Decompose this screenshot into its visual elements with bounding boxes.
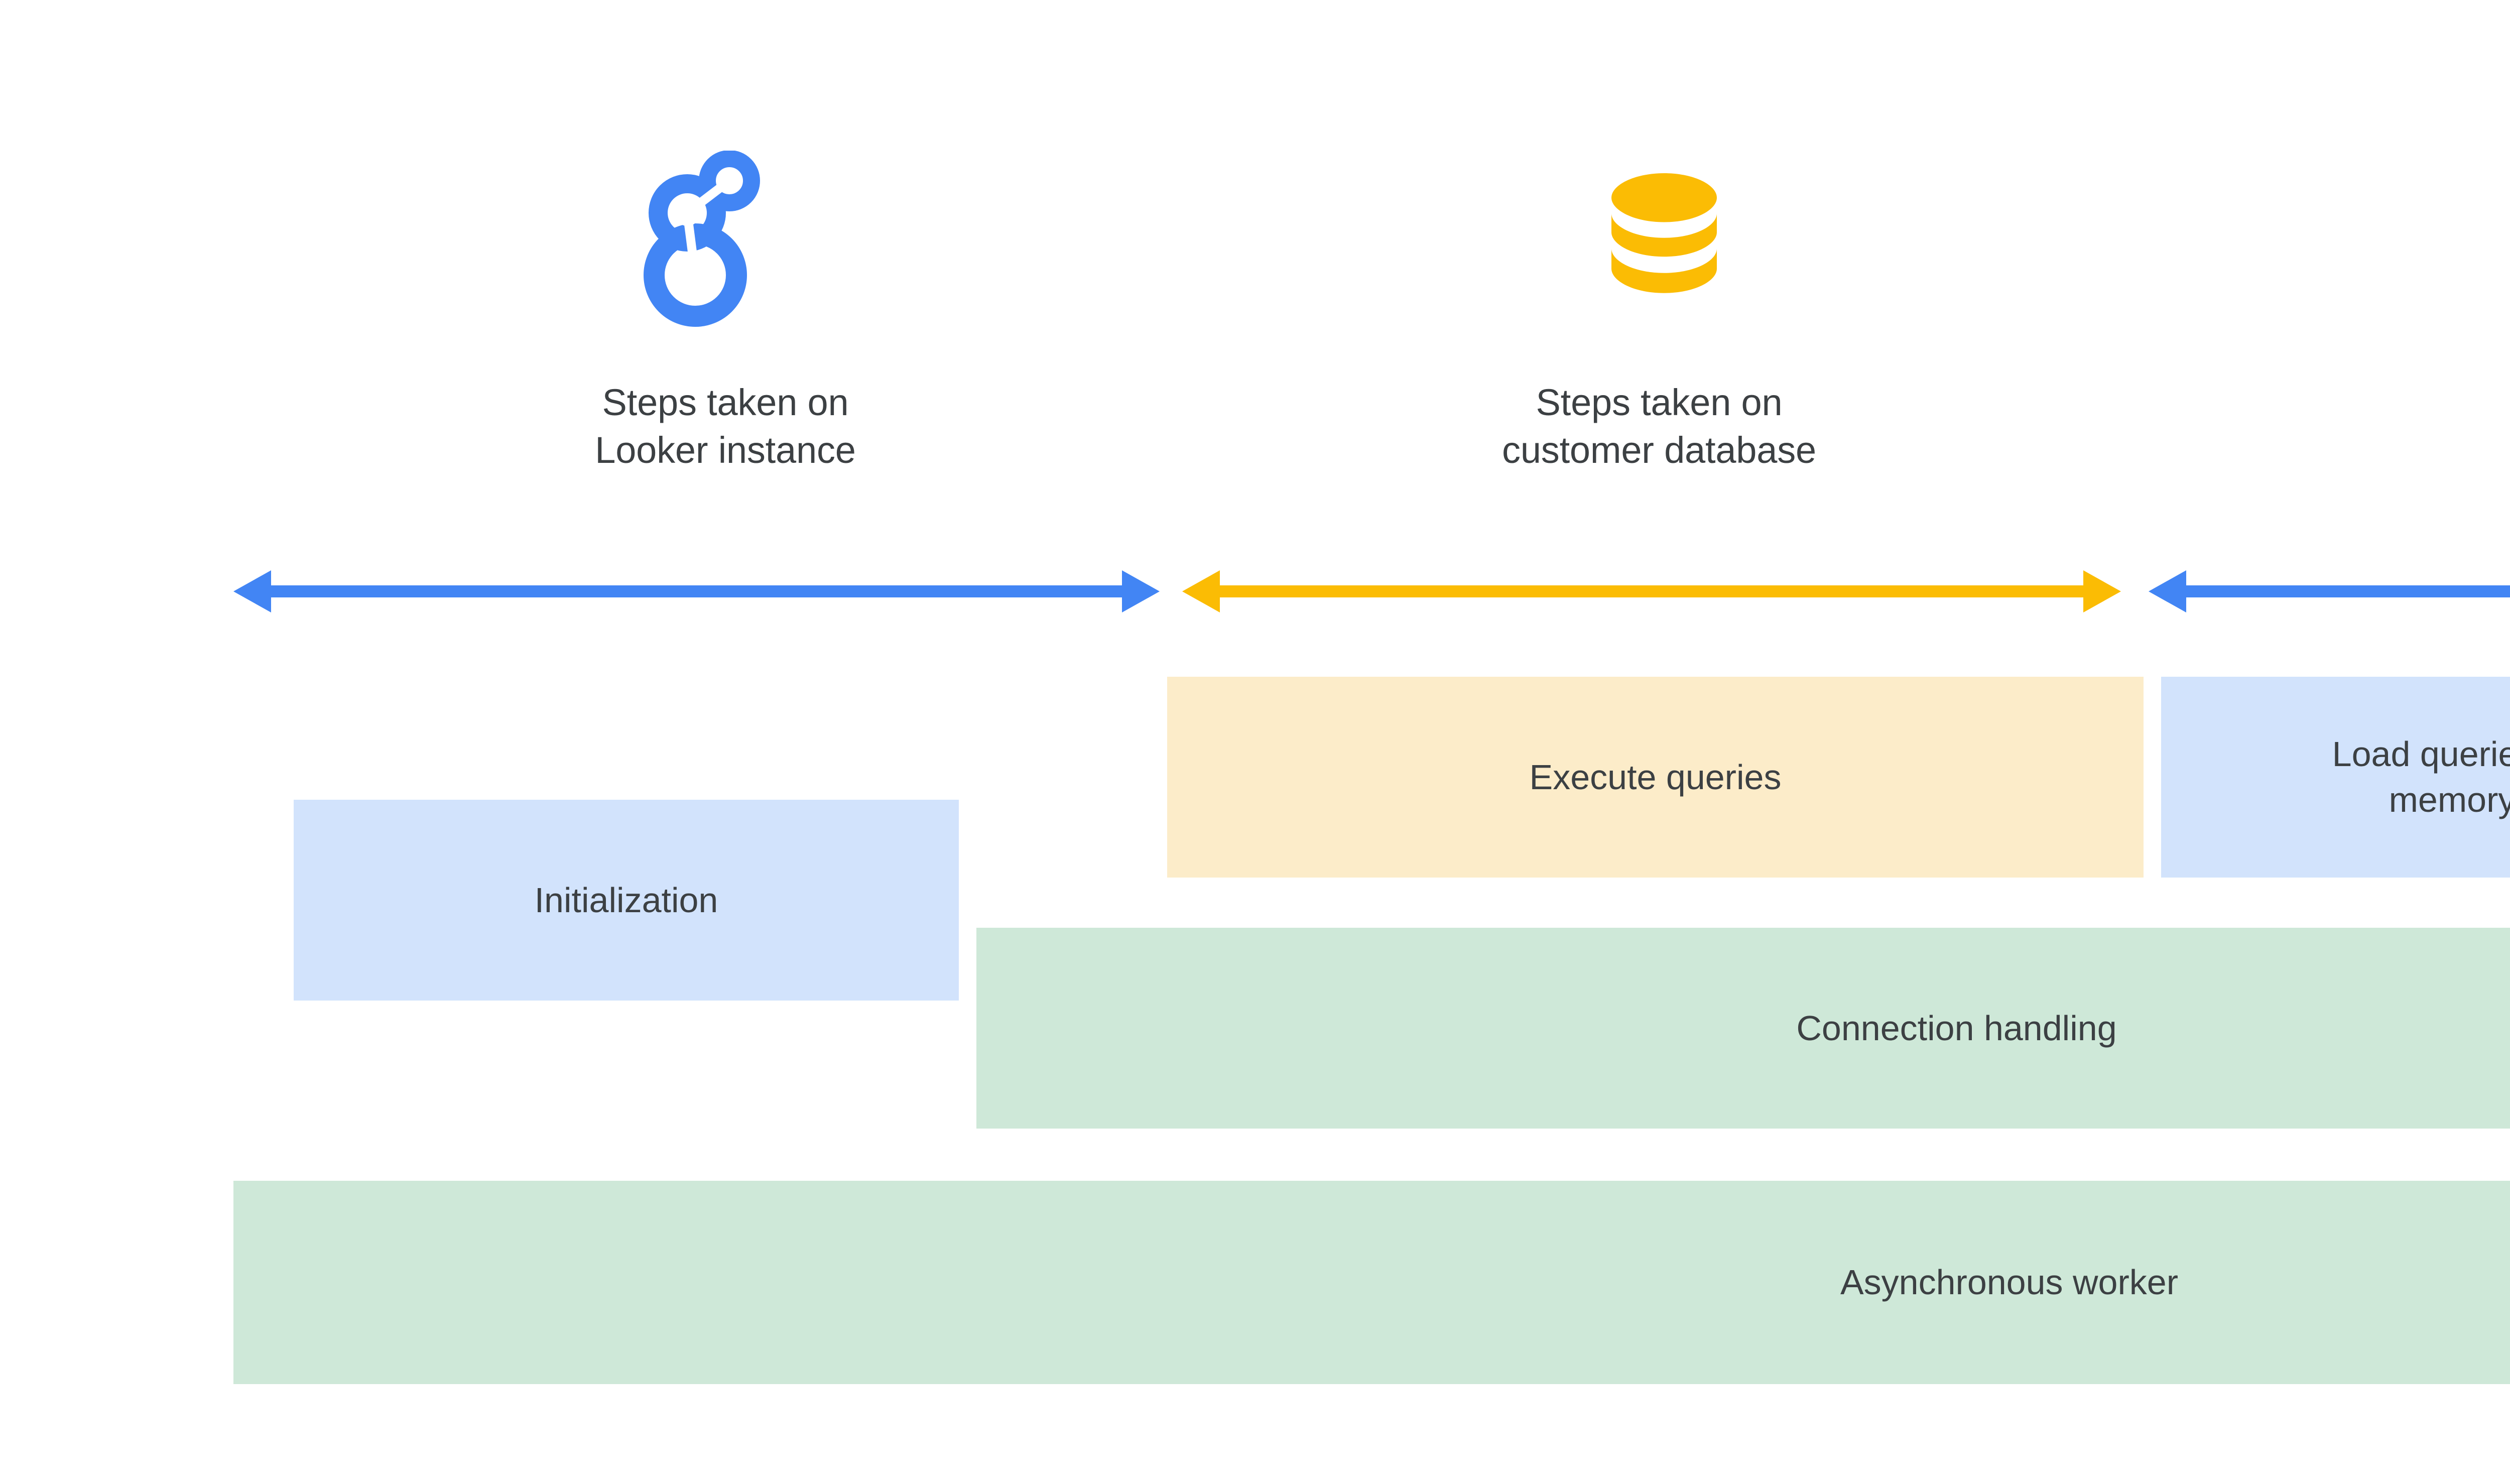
stage-box-initialization: Initialization xyxy=(294,800,959,1001)
arrow-left-looker xyxy=(233,570,1160,612)
arrow-right-looker xyxy=(2149,570,2510,612)
stage-box-connection-handling: Connection handling xyxy=(976,928,2510,1129)
stage-box-load-queries-memory: Load queries in memory xyxy=(2161,677,2510,878)
arrow-center-database xyxy=(1182,570,2121,612)
looker-logo-icon xyxy=(635,150,766,331)
stage-box-execute-queries: Execute queries xyxy=(1167,677,2144,878)
section-label-left: Steps taken on Looker instance xyxy=(595,382,856,471)
database-icon xyxy=(1589,166,1739,316)
section-label-center: Steps taken on customer database xyxy=(1502,382,1816,471)
stage-box-asynchronous-worker: Asynchronous worker xyxy=(233,1181,2510,1384)
